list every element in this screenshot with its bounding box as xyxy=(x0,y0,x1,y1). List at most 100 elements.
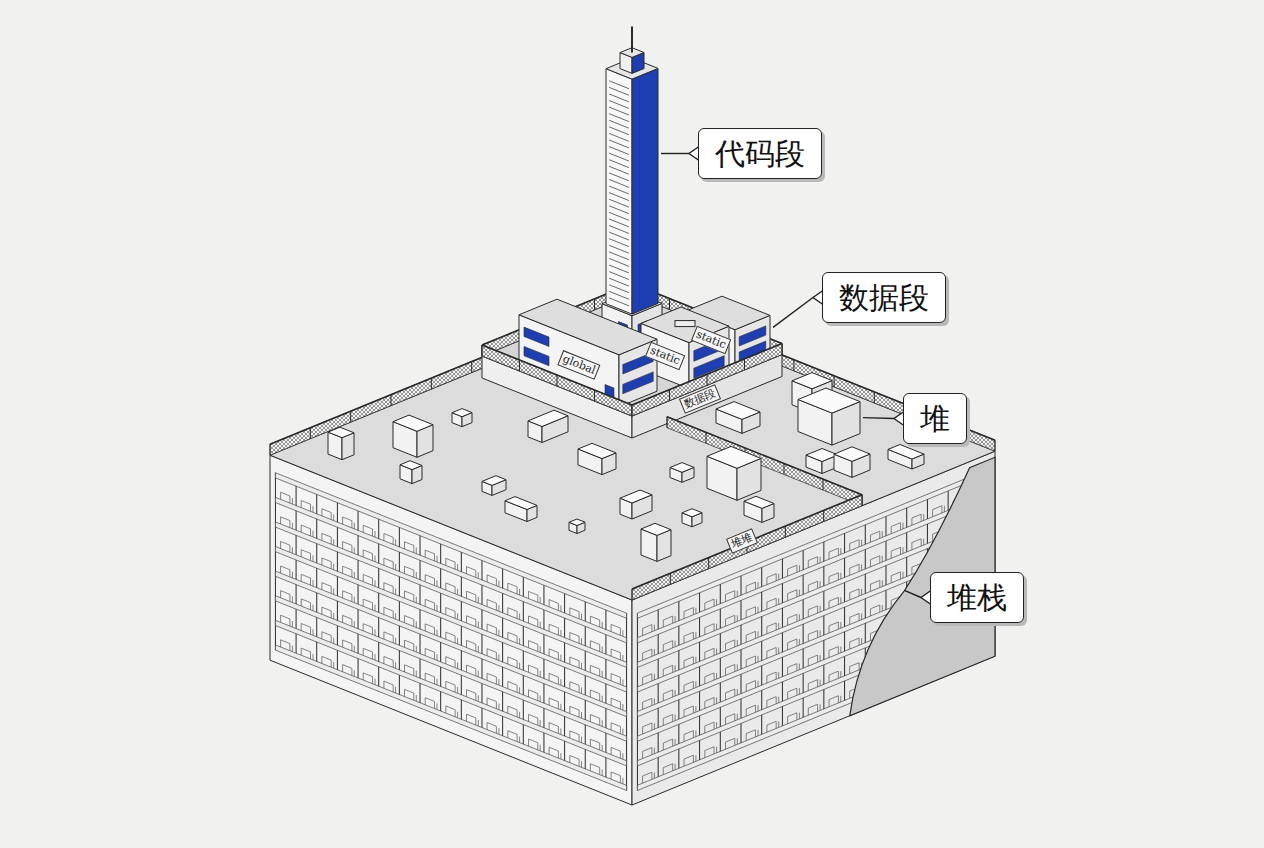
roof-block-top xyxy=(670,463,694,473)
platform-fence xyxy=(482,345,632,416)
tower-floor-line xyxy=(609,298,629,306)
roof-block-top xyxy=(707,446,761,468)
tower-floor-line xyxy=(609,120,629,128)
roof-block-top xyxy=(452,409,472,417)
tower-floor-line xyxy=(609,245,629,253)
tower-floor-line xyxy=(609,179,629,187)
tower-floor-line xyxy=(609,212,629,220)
heap-block-top xyxy=(888,445,924,460)
building-illustration xyxy=(270,27,995,805)
callout-box: 数据段 xyxy=(822,272,946,323)
fence-post xyxy=(594,390,595,401)
fence-post xyxy=(793,360,794,371)
roof-block-top xyxy=(620,490,652,503)
tower-floor-line xyxy=(609,206,629,214)
roof-block-top xyxy=(578,443,616,458)
fence-post xyxy=(706,432,707,443)
roof-fence xyxy=(667,417,862,506)
data-building-top xyxy=(519,299,657,355)
roof-block-top xyxy=(393,415,433,431)
heap-block-top xyxy=(798,388,860,413)
tower-floor-line xyxy=(609,232,629,240)
left-facade-floor-slab xyxy=(275,497,626,643)
tower-floor-line xyxy=(609,285,629,293)
fence-post xyxy=(823,510,824,521)
fence-post xyxy=(350,411,351,422)
leader-line xyxy=(661,153,689,154)
callout-text: 代码段 xyxy=(715,134,805,173)
fence-rail xyxy=(667,417,862,495)
fence-post xyxy=(431,378,432,389)
roof-block-top xyxy=(400,461,422,470)
fence-post xyxy=(557,375,558,386)
tower-floor-line xyxy=(609,291,629,299)
window-strip xyxy=(524,327,549,346)
fence-post xyxy=(995,440,996,451)
tower-floor-line xyxy=(609,107,629,115)
callout-box: 堆 xyxy=(903,393,967,444)
tower-floor-line xyxy=(609,81,629,89)
callout-text: 数据段 xyxy=(839,278,929,317)
tower-floor-line xyxy=(609,101,629,109)
roof-block-top xyxy=(569,519,585,526)
tower-floor-line xyxy=(609,226,629,234)
fence-post xyxy=(670,573,671,584)
fence-post xyxy=(862,495,863,506)
fence-post xyxy=(782,344,783,355)
fence-post xyxy=(834,376,835,387)
tower-floor-line xyxy=(609,153,629,161)
tower-floor-line xyxy=(609,278,629,286)
fence-post xyxy=(519,360,520,371)
left-facade-floor-slab xyxy=(275,473,626,619)
tower-floor-line xyxy=(609,186,629,194)
leader-line xyxy=(905,591,921,598)
leader-line xyxy=(863,417,894,419)
fence-post xyxy=(391,395,392,406)
tower-floor-line xyxy=(609,173,629,181)
fence-post xyxy=(785,526,786,537)
fence-post xyxy=(782,344,783,355)
tower-floor-line xyxy=(609,94,629,102)
fence-post xyxy=(874,392,875,403)
fence-post xyxy=(594,299,595,310)
tower-floor-line xyxy=(609,252,629,260)
tower-right xyxy=(632,68,658,314)
roof-block-top xyxy=(482,476,506,486)
window-strip xyxy=(623,372,653,394)
fence-post xyxy=(823,479,824,490)
tower-floor-line xyxy=(609,114,629,122)
fence-rail xyxy=(482,345,632,405)
tower-floor-line xyxy=(609,127,629,135)
roof-unit xyxy=(675,321,695,327)
fence-post xyxy=(632,589,633,600)
roof-block-top xyxy=(641,523,671,535)
fence-post xyxy=(270,444,271,455)
tower-floor-line xyxy=(609,166,629,174)
heap-block-top xyxy=(806,449,838,462)
heap-block-top xyxy=(716,402,760,420)
fence-post xyxy=(632,405,633,416)
roof-block-top xyxy=(328,427,354,438)
roof-fence xyxy=(632,495,862,600)
leader-lines xyxy=(661,147,931,605)
fence-post xyxy=(310,428,311,439)
fence-post xyxy=(482,345,483,356)
fence-post xyxy=(707,374,708,385)
roof-block-top xyxy=(744,496,774,508)
fence-post xyxy=(784,464,785,475)
fence-post xyxy=(632,405,633,416)
roof-block-top xyxy=(528,410,568,426)
fence-post xyxy=(669,390,670,401)
callout-box: 代码段 xyxy=(698,128,822,179)
leader-line xyxy=(773,298,813,328)
tower-floor-line xyxy=(609,193,629,201)
fence-post xyxy=(669,299,670,310)
callout-text: 堆 xyxy=(920,399,950,438)
roof-block-top xyxy=(505,497,537,510)
fence-post xyxy=(471,362,472,373)
fence-post xyxy=(862,495,863,506)
tower-floor-line xyxy=(609,140,629,148)
callout-box: 堆栈 xyxy=(930,572,1024,623)
